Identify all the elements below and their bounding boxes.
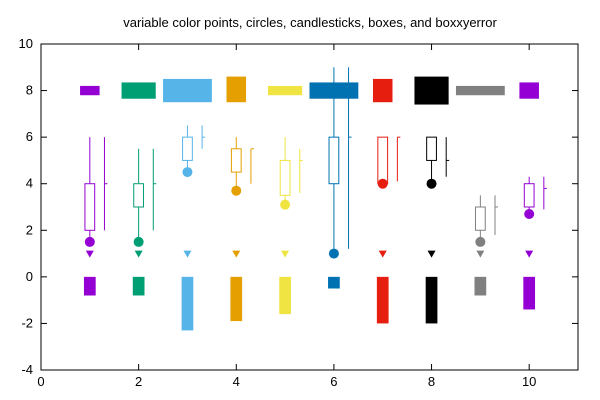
circle-point [84, 236, 95, 247]
candlestick-box [328, 136, 340, 185]
circle-point [475, 236, 486, 247]
x-tick-label: 6 [330, 374, 337, 389]
circle-point [377, 178, 388, 189]
boxxyerror-box [519, 82, 539, 99]
box-bar [376, 276, 389, 324]
plot-frame [40, 43, 579, 371]
x-tick-label: 8 [428, 374, 435, 389]
triangle-point [85, 250, 94, 258]
box-bar [279, 276, 291, 315]
triangle-point [232, 250, 241, 258]
candlestick-box [230, 148, 242, 173]
candlestick-box [523, 183, 535, 208]
boxxyerror-box [455, 85, 505, 96]
triangle-point [378, 250, 387, 258]
chart-title: variable color points, circles, candlest… [123, 15, 497, 30]
box-bar [425, 276, 438, 324]
y-tick-label: 8 [26, 83, 33, 98]
y-tick-label: 6 [26, 129, 33, 144]
triangle-point [281, 250, 290, 258]
triangle-point [329, 250, 338, 258]
x-tick-label: 0 [37, 374, 44, 389]
circle-point [426, 178, 437, 189]
triangle-point [134, 250, 143, 258]
boxxyerror-box [226, 76, 247, 103]
boxxyerror-box [121, 82, 156, 99]
plot-area: -4 -2 0 2 4 6 8 10 0 2 4 6 8 10 [19, 36, 579, 389]
y-tick-label: 4 [26, 176, 33, 191]
boxxyerror-box [414, 76, 449, 105]
boxxyerror-box [163, 78, 212, 103]
box-bar [83, 276, 96, 296]
candlestick-box [279, 159, 291, 196]
candlestick-box [182, 136, 193, 161]
box-bar [132, 276, 145, 296]
circle-point [182, 167, 193, 178]
circle-point [231, 185, 242, 196]
candlestick-box [133, 183, 145, 208]
boxxyerror-box [268, 85, 303, 96]
y-tick-label: -4 [21, 362, 33, 377]
triangle-point [427, 250, 436, 258]
circle-point [133, 236, 144, 247]
box-bar [181, 276, 194, 331]
triangle-point [476, 250, 485, 258]
candlestick-box [426, 136, 437, 161]
circle-point [280, 199, 291, 210]
y-tick-label: 10 [19, 36, 33, 51]
triangle-point [525, 250, 534, 258]
y-tick-label: 0 [26, 269, 33, 284]
x-tick-label: 10 [522, 374, 536, 389]
candlestick-box [84, 183, 96, 231]
box-bar [328, 276, 340, 289]
circle-point [524, 208, 535, 219]
boxxyerror-box [80, 85, 100, 96]
y-tick-label: -2 [21, 315, 33, 330]
x-tick-label: 4 [233, 374, 240, 389]
box-bar [523, 276, 536, 310]
box-bar [474, 276, 487, 296]
triangle-point [183, 250, 192, 258]
x-tick-label: 2 [135, 374, 142, 389]
candlestick-box [474, 206, 486, 231]
box-bar [230, 276, 243, 322]
candlestick-box [377, 136, 389, 185]
y-tick-label: 2 [26, 222, 33, 237]
boxxyerror-box [372, 78, 393, 103]
